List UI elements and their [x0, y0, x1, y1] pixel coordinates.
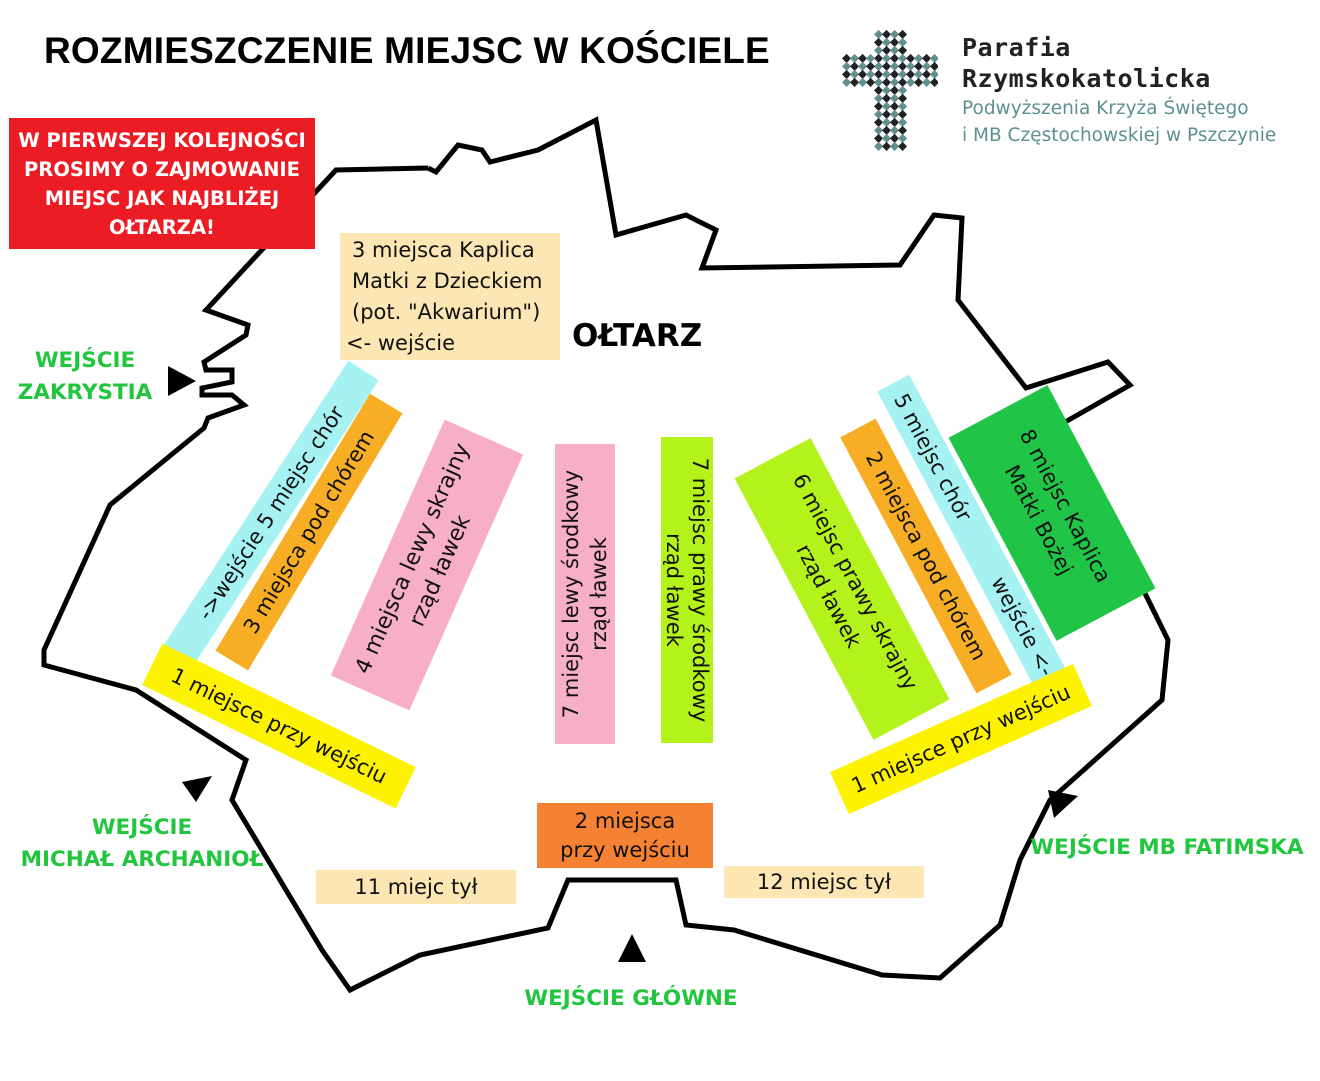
parish-line-4: i MB Częstochowskiej w Pszczynie [962, 125, 1277, 146]
section-text: Matki z Dzieckiem [352, 268, 543, 293]
altar-label: OŁTARZ [572, 318, 703, 354]
notice-line: OŁTARZA! [109, 215, 215, 239]
church-outline [41, 116, 1171, 994]
notice-line: PROSIMY O ZAJMOWANIE [24, 157, 300, 181]
notice-box: W PIERWSZEJ KOLEJNOŚCI PROSIMY O ZAJMOWA… [9, 118, 315, 249]
notice-line: MIEJSC JAK NAJBLIŻEJ [44, 186, 280, 210]
section-text: 11 miejc tył [354, 875, 478, 899]
entrance-line: MICHAŁ ARCHANIOŁ [20, 847, 264, 872]
section-text: rząd ławek [662, 533, 686, 647]
entrance-line: WEJŚCIE [91, 815, 193, 840]
main-entrance-arrow-icon [618, 934, 646, 962]
fatima-entrance-arrow-icon [1048, 790, 1078, 818]
michael-entrance-arrow-icon [182, 776, 212, 802]
section-text: rząd ławek [587, 537, 611, 651]
section-text: 2 miejsca [574, 808, 676, 833]
parish-line-3: Podwyższenia Krzyża Świętego [962, 98, 1249, 119]
section-text: 7 miejsc prawy środkowy [688, 457, 712, 723]
parish-line-1: Parafia [962, 33, 1071, 62]
section-left-middle: 7 miejsc lewy środkowy rząd ławek [555, 444, 615, 744]
fatima-entrance-label: WEJŚCIE MB FATIMSKA [1030, 835, 1304, 860]
section-akwarium: 3 miejsca Kaplica Matki z Dzieckiem (pot… [340, 233, 560, 360]
notice-line: W PIERWSZEJ KOLEJNOŚCI [18, 128, 306, 152]
section-text: 7 miejsc lewy środkowy [559, 469, 583, 719]
section-text: <- wejście [346, 330, 456, 355]
section-right-middle: 7 miejsc prawy środkowy rząd ławek [661, 437, 713, 743]
cross-icon [842, 29, 938, 151]
section-text: przy wejściu [560, 837, 690, 862]
sacristy-entrance-arrow-icon [168, 366, 196, 396]
main-entrance-label: WEJŚCIE GŁÓWNE [524, 986, 738, 1011]
michael-entrance-label: WEJŚCIE MICHAŁ ARCHANIOŁ [0, 812, 284, 876]
section-main-entrance: 2 miejsca przy wejściu [537, 803, 713, 868]
parish-line-2: Rzymskokatolicka [962, 64, 1211, 93]
section-text: 3 miejsca Kaplica [352, 237, 535, 262]
page-title: ROZMIESZCZENIE MIEJSC W KOŚCIELE [44, 30, 770, 71]
section-text: 12 miejsc tył [756, 870, 892, 894]
section-text: (pot. "Akwarium") [352, 299, 541, 324]
parish-name: Parafia Rzymskokatolicka Podwyższenia Kr… [962, 32, 1276, 149]
section-back-right: 12 miejsc tył [724, 866, 924, 898]
entrance-line: ZAKRYSTIA [17, 380, 153, 405]
entrance-line: WEJŚCIE [34, 348, 136, 373]
section-back-left: 11 miejc tył [316, 870, 516, 904]
sacristy-entrance-label: WEJŚCIE ZAKRYSTIA [10, 345, 160, 409]
